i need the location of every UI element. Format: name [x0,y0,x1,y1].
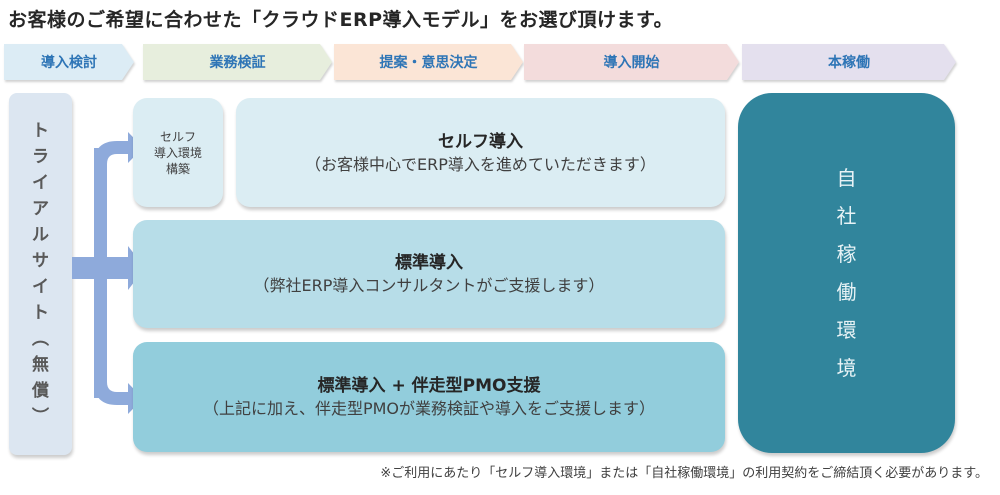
production-env-label: 自 社 稼 働 環 境 [837,159,857,387]
self-env-line: セルフ [159,129,196,144]
page-title: お客様のご希望に合わせた「クラウドERP導入モデル」をお選び頂けます。 [8,9,674,31]
chevron-shape-icon [742,44,956,80]
trial-char: ア [32,199,49,219]
phase-chevron-decision: 提案・意思決定 [334,44,523,80]
model-standard-pmo: 標準導入 + 伴走型PMO支援 （上記に加え、伴走型PMOが業務検証や導入をご支… [133,342,725,452]
chevron-shape-icon [524,44,739,80]
model-standard-intro: 標準導入 （弊社ERP導入コンサルタントがご支援します） [133,220,725,328]
trial-char: サ [32,251,49,271]
prod-char: 稼 [836,242,857,266]
self-env-build-box: セルフ 導入環境 構築 [133,98,223,207]
model-description: （弊社ERP導入コンサルタントがご支援します） [253,276,605,295]
phase-label: 導入検討 [41,55,97,71]
model-self-intro: セルフ導入 （お客様中心でERP導入を進めていただきます） [236,98,725,207]
trial-char: イ [32,277,49,297]
phase-label: 提案・意思決定 [379,55,478,71]
model-description: （お客様中心でERP導入を進めていただきます） [305,154,656,174]
trial-char: 無 [32,355,49,375]
prod-char: 環 [836,318,857,342]
chevron-shape-icon [143,44,332,80]
trial-char: ラ [32,147,49,167]
model-title: 標準導入 + 伴走型PMO支援 [317,376,541,396]
trial-char: ト [32,303,49,323]
prod-char: 境 [836,356,857,380]
phase-label: 業務検証 [209,55,266,71]
model-description: （上記に加え、伴走型PMOが業務検証や導入をご支援します） [202,399,656,418]
chevron-shape-icon [4,44,134,80]
trial-char: イ [32,173,49,193]
chevron-shape-icon [334,44,523,80]
phase-chevron-start: 導入開始 [524,44,739,80]
phase-label: 本稼働 [828,55,870,71]
prod-char: 働 [836,280,857,304]
model-title: 標準導入 [395,253,463,273]
prod-char: 社 [836,204,857,228]
footnote: ※ご利用にあたり「セルフ導入環境」または「自社稼働環境」の利用契約をご締結頂く必… [380,466,988,481]
trial-char: ル [32,225,49,245]
trial-char: ︶ [32,407,49,427]
trial-char: ︵ [32,329,49,349]
phase-chevron-consideration: 導入検討 [4,44,134,80]
self-env-line: 導入環境 [153,145,202,160]
phase-chevron-production: 本稼働 [742,44,956,80]
phase-chevron-verification: 業務検証 [143,44,332,80]
self-env-line: 構築 [165,161,190,176]
phase-label: 導入開始 [603,55,660,71]
trial-site-label: ト ラ イ ア ル サ イ ト ︵ 無 償 ︶ [32,118,49,430]
trial-site-box: ト ラ イ ア ル サ イ ト ︵ 無 償 ︶ [9,93,72,455]
production-env-box: 自 社 稼 働 環 境 [738,93,955,453]
trial-char: ト [32,121,49,141]
model-title: セルフ導入 [438,131,523,152]
trial-char: 償 [32,381,49,401]
prod-char: 自 [836,166,857,190]
